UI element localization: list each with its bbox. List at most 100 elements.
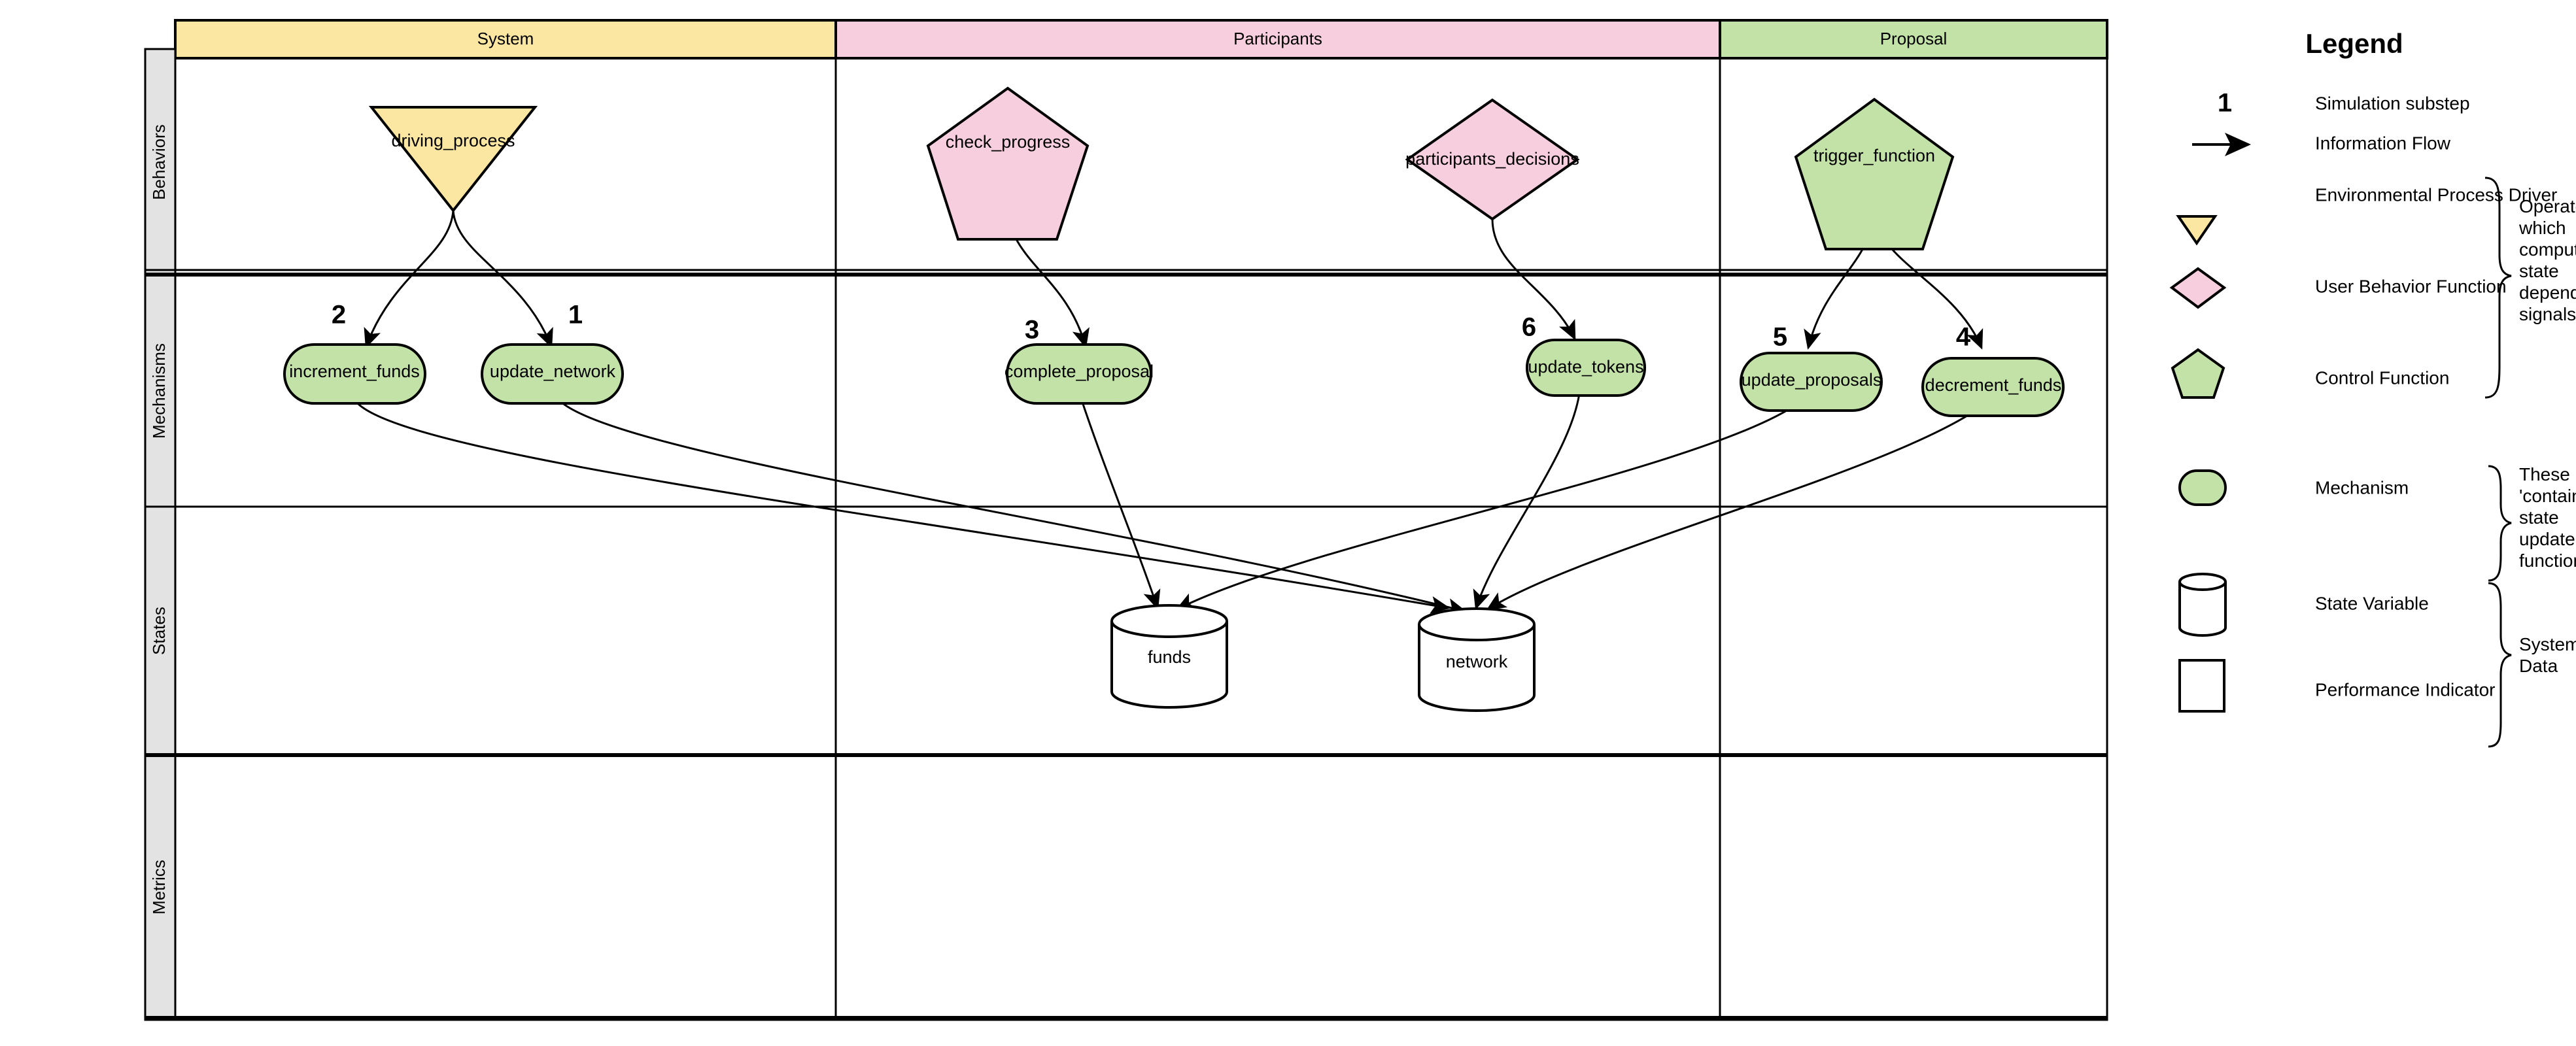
legend-item-simulation-substep: 1 Simulation substep bbox=[2218, 89, 2470, 118]
legend-item-state-variable: State Variable bbox=[2178, 573, 2429, 637]
substep-number-decrement-funds: 4 bbox=[1956, 323, 1971, 352]
behavior-nodes: driving_process check_progress participa… bbox=[368, 86, 1955, 250]
row-header-behaviors: Behaviors bbox=[144, 48, 177, 276]
node-update-network[interactable]: update_network 1 bbox=[481, 301, 624, 405]
swimlane-header-proposal-label: Proposal bbox=[1880, 29, 1948, 48]
node-funds-label: funds bbox=[1148, 647, 1191, 667]
edge-update-tokens-to-network bbox=[1473, 393, 1581, 610]
node-network[interactable]: network bbox=[1418, 607, 1536, 712]
legend-label-information-flow: Information Flow bbox=[2315, 133, 2451, 153]
edge-decrement-funds-to-network bbox=[1486, 403, 1985, 611]
substep-number-increment-funds: 2 bbox=[332, 301, 346, 329]
legend-glyph-number-1: 1 bbox=[2218, 89, 2232, 118]
legend-label-performance-indicator: Performance Indicator bbox=[2315, 679, 2495, 700]
node-participants-decisions-label: participants_decisions bbox=[1405, 149, 1579, 169]
row-header-mechanisms: Mechanisms bbox=[144, 273, 177, 508]
substep-number-update-proposals: 5 bbox=[1773, 323, 1787, 352]
node-network-label: network bbox=[1446, 652, 1508, 671]
state-nodes: funds network bbox=[1110, 604, 1536, 712]
legend-item-performance-indicator: Performance Indicator bbox=[2178, 659, 2495, 713]
edge-driving-process-to-update-network bbox=[452, 210, 553, 348]
legend-item-environmental-process-driver: Environmental Process Driver bbox=[2176, 184, 2557, 246]
node-update-tokens[interactable]: update_tokens 6 bbox=[1522, 313, 1646, 397]
swimlane-header-participants: Participants bbox=[834, 19, 1721, 59]
bracket-operators-line-1: which bbox=[2518, 218, 2566, 238]
legend-label-control-function: Control Function bbox=[2315, 367, 2449, 388]
bracket-operators-shape bbox=[2484, 177, 2512, 399]
legend-bracket-mechanism: These 'contain' state update functions bbox=[2488, 464, 2576, 582]
node-decrement-funds-label: decrement_funds bbox=[1925, 375, 2062, 395]
swimlane-headers: System Participants Proposal bbox=[174, 19, 2108, 59]
edge-driving-process-to-increment-funds bbox=[364, 210, 455, 348]
substep-number-complete-proposal: 3 bbox=[1025, 316, 1039, 345]
legend-label-environmental-process-driver: Environmental Process Driver bbox=[2315, 184, 2557, 205]
legend-glyph-rounded-rect-icon bbox=[2178, 469, 2227, 506]
swimlane-header-system: System bbox=[174, 19, 837, 59]
legend-glyph-rect-icon bbox=[2178, 659, 2225, 713]
legend-bracket-operators: Operators which computes state dependent… bbox=[2484, 177, 2576, 399]
bracket-mechanism-line-4: functions bbox=[2519, 550, 2576, 571]
legend-item-user-behavior-function: User Behavior Function bbox=[2169, 267, 2507, 309]
swimlane-header-proposal: Proposal bbox=[1719, 19, 2108, 59]
swimlane-header-participants-label: Participants bbox=[1233, 29, 1322, 48]
bracket-mechanism-line-1: 'contain' bbox=[2519, 486, 2576, 506]
node-trigger-function[interactable]: trigger_function bbox=[1794, 97, 1955, 250]
row-headers: Behaviors Mechanisms States Metrics bbox=[144, 48, 177, 1021]
row-header-states: States bbox=[144, 505, 177, 756]
bracket-operators-line-5: signals bbox=[2519, 304, 2576, 324]
bracket-mechanism-line-0: These bbox=[2519, 464, 2570, 484]
node-complete-proposal[interactable]: complete_proposal 3 bbox=[1005, 316, 1154, 405]
edge-update-proposals-to-funds bbox=[1175, 403, 1798, 611]
row-header-mechanisms-label: Mechanisms bbox=[149, 343, 169, 439]
edge-increment-funds-to-network bbox=[355, 401, 1451, 614]
bracket-operators-line-4: dependent bbox=[2519, 282, 2576, 303]
legend-item-information-flow: Information Flow bbox=[2192, 133, 2451, 156]
legend-label-state-variable: State Variable bbox=[2315, 593, 2429, 613]
bracket-mechanism-line-3: update bbox=[2519, 529, 2575, 549]
bracket-operators-line-0: Operators bbox=[2519, 196, 2576, 216]
node-driving-process[interactable]: driving_process bbox=[368, 106, 538, 213]
legend-label-simulation-substep: Simulation substep bbox=[2315, 93, 2470, 113]
substep-number-update-tokens: 6 bbox=[1522, 313, 1536, 342]
row-header-states-label: States bbox=[149, 607, 169, 655]
legend-glyph-cylinder-icon bbox=[2178, 573, 2227, 591]
node-funds[interactable]: funds bbox=[1110, 604, 1228, 709]
diagram-grid bbox=[144, 49, 2108, 1021]
node-update-proposals-label: update_proposals bbox=[1742, 370, 1882, 390]
row-header-metrics-label: Metrics bbox=[149, 860, 169, 915]
legend-glyph-diamond-icon bbox=[2169, 267, 2227, 309]
node-increment-funds[interactable]: increment_funds 2 bbox=[283, 301, 426, 405]
legend-glyph-pentagon-icon bbox=[2171, 348, 2225, 399]
node-check-progress[interactable]: check_progress bbox=[926, 86, 1090, 241]
legend-item-control-function: Control Function bbox=[2171, 348, 2449, 399]
row-header-metrics: Metrics bbox=[144, 754, 177, 1021]
bracket-system-data-shape bbox=[2488, 582, 2512, 748]
legend-item-mechanism: Mechanism bbox=[2178, 469, 2409, 506]
node-complete-proposal-label: complete_proposal bbox=[1005, 362, 1154, 381]
node-participants-decisions[interactable]: participants_decisions bbox=[1405, 98, 1580, 221]
bracket-operators-line-3: state bbox=[2519, 261, 2559, 281]
bracket-mechanism-shape bbox=[2488, 465, 2512, 582]
legend-label-mechanism: Mechanism bbox=[2315, 477, 2409, 498]
node-driving-process-label: driving_process bbox=[391, 131, 515, 150]
node-update-proposals[interactable]: update_proposals 5 bbox=[1740, 323, 1883, 412]
node-check-progress-label: check_progress bbox=[946, 132, 1071, 152]
substep-number-update-network: 1 bbox=[568, 301, 583, 329]
bracket-operators-line-2: computes bbox=[2519, 239, 2576, 260]
legend-glyph-triangle-down-icon bbox=[2176, 215, 2218, 246]
legend: Legend 1 Simulation substep Information … bbox=[2169, 28, 2576, 748]
bracket-system-data-line-0: System bbox=[2519, 634, 2576, 654]
mechanism-nodes: increment_funds 2 update_network 1 compl… bbox=[283, 301, 2065, 417]
edges bbox=[355, 202, 1985, 616]
edge-update-network-to-network bbox=[560, 401, 1467, 616]
edge-participants-decisions-to-update-tokens bbox=[1491, 218, 1576, 341]
legend-bracket-system-data: System Data bbox=[2488, 582, 2576, 748]
legend-title: Legend bbox=[2305, 28, 2403, 59]
bracket-mechanism-line-2: state bbox=[2519, 507, 2559, 528]
edge-complete-proposal-to-funds bbox=[1081, 401, 1161, 610]
node-decrement-funds[interactable]: decrement_funds 4 bbox=[1921, 323, 2065, 417]
node-update-tokens-label: update_tokens bbox=[1528, 357, 1643, 377]
node-update-network-label: update_network bbox=[490, 362, 616, 381]
